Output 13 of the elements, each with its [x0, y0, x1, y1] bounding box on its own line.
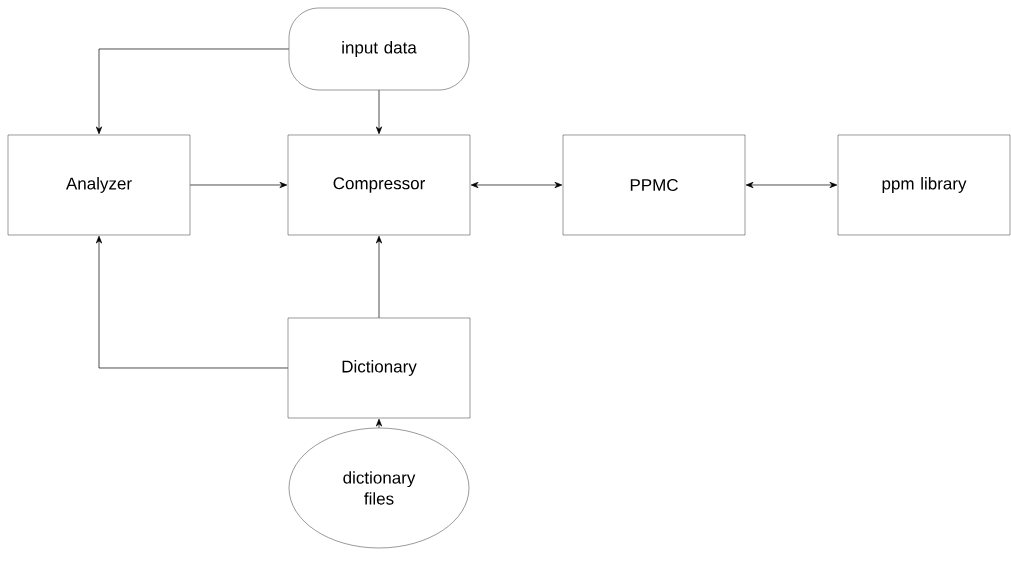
arrow — [95, 48, 290, 135]
process-box: Analyzer — [7, 134, 191, 236]
process-box: Compressor — [287, 134, 471, 236]
arrow — [745, 181, 838, 189]
arrow — [95, 235, 289, 369]
arrow — [375, 89, 383, 135]
arrow — [375, 418, 383, 429]
arrow — [375, 235, 383, 319]
process-box: Dictionary — [287, 317, 471, 419]
process-box: ppm library — [837, 134, 1011, 236]
arrow — [189, 181, 288, 189]
process-box: PPMC — [562, 134, 746, 236]
arrow — [470, 181, 563, 189]
